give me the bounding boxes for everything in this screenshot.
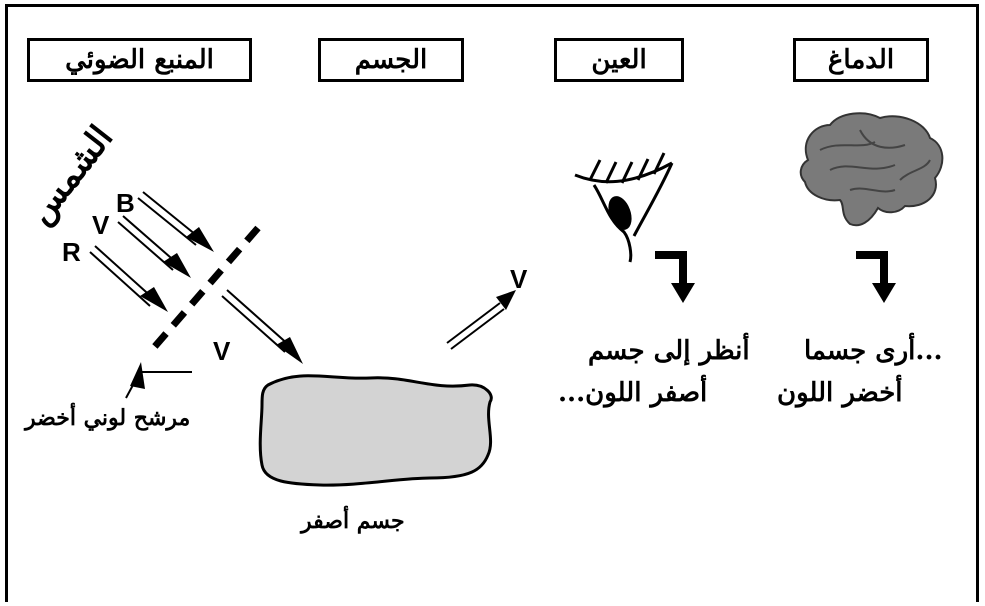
diagram-frame	[5, 4, 979, 602]
ray-label-r: R	[62, 237, 81, 267]
eye-text-line2: أصفر اللون...	[558, 378, 708, 408]
arrow-down-icon	[655, 251, 695, 303]
header-brain: الدماغ	[793, 38, 929, 82]
incoming-rays	[89, 191, 214, 312]
header-object: الجسم	[318, 38, 464, 82]
filter-pointer	[125, 362, 192, 399]
object-label: جسم أصفر	[301, 508, 405, 534]
brain-text-line2: أخضر اللون	[777, 378, 903, 408]
header-eye: العين	[554, 38, 684, 82]
ray-label-v-transmitted: V	[213, 336, 231, 366]
brain-icon	[799, 112, 944, 227]
brain-text-line1: ...أرى جسما	[804, 336, 943, 366]
eye-icon	[574, 152, 674, 263]
arrow-down-icon	[856, 251, 896, 303]
ray-label-v: V	[92, 210, 110, 240]
ray-label-v-reflected: V	[510, 264, 528, 294]
ray-v	[117, 215, 191, 278]
eye-text-line1: أنظر إلى جسم	[588, 336, 750, 366]
reflected-ray	[446, 290, 516, 350]
ray-b	[137, 191, 214, 252]
filter-label: مرشح لوني أخضر	[25, 405, 191, 431]
ray-r	[89, 245, 168, 312]
yellow-object	[258, 374, 493, 487]
ray-label-b: B	[116, 188, 135, 218]
transmitted-ray	[221, 289, 303, 364]
header-light-source: المنبع الضوئي	[27, 38, 252, 82]
